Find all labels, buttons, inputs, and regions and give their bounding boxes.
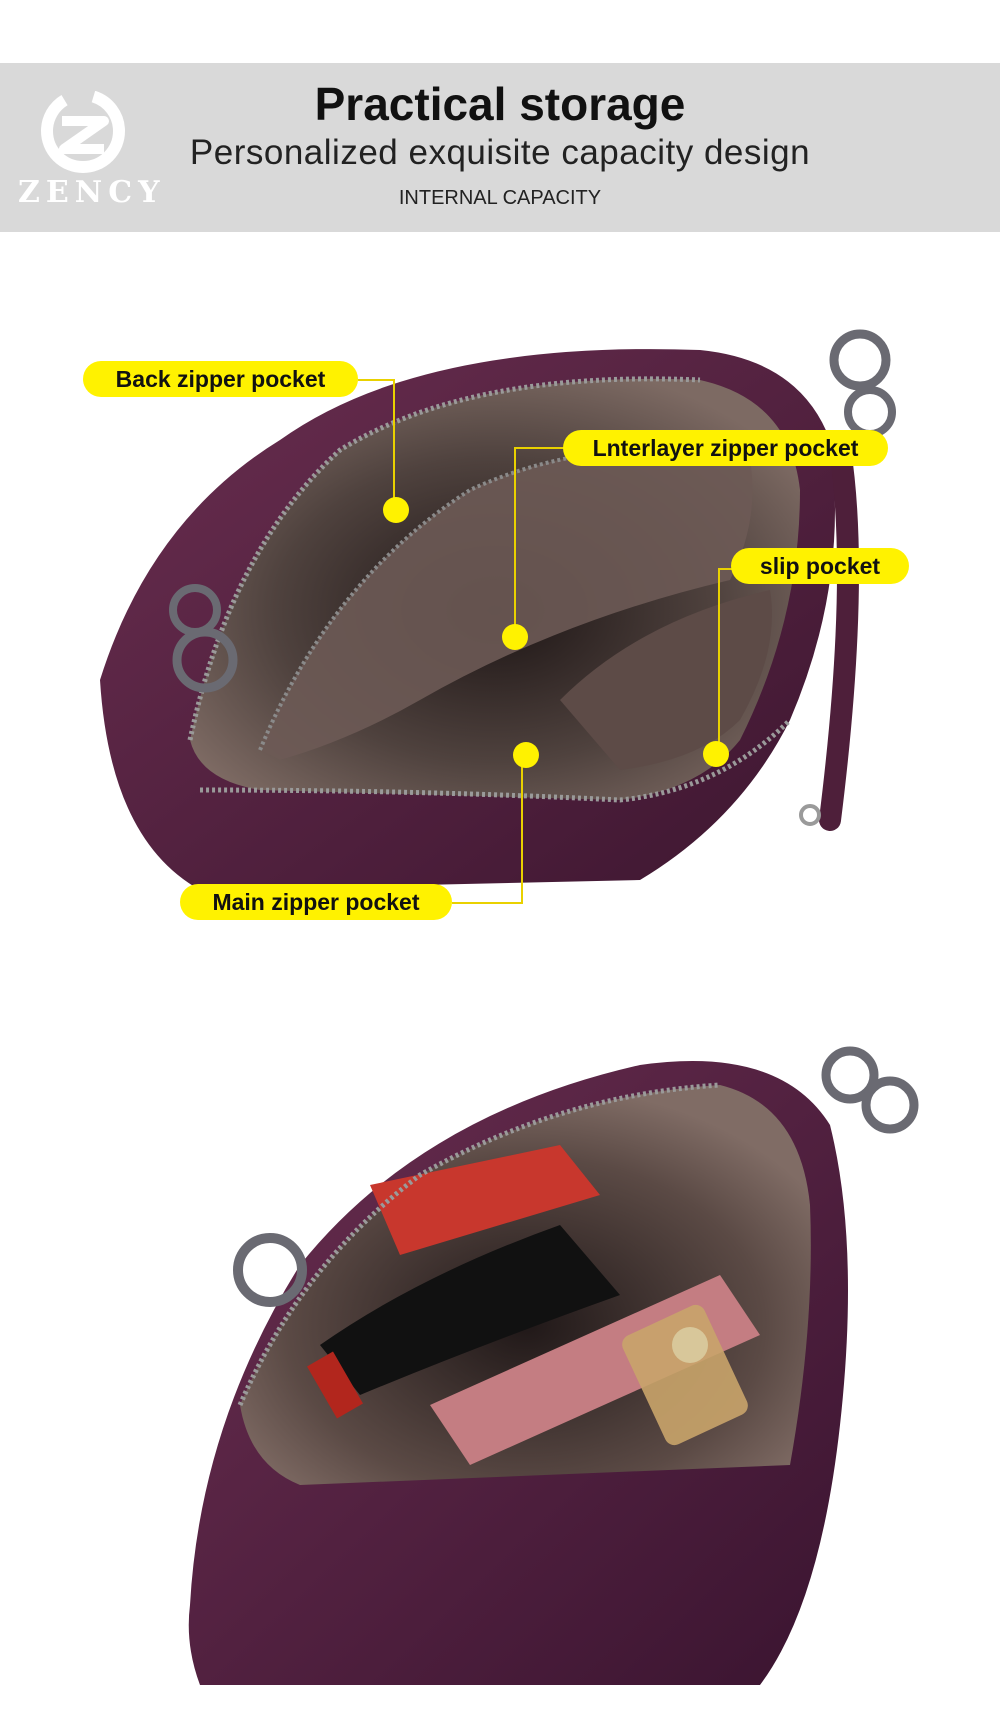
leader-slip-h <box>718 568 732 570</box>
leader-interlayer-h <box>514 447 566 449</box>
section-caption: INTERNAL CAPACITY <box>398 187 602 209</box>
page-subtitle: Personalized exquisite capacity design <box>189 133 811 172</box>
brand-name: ZENCY <box>18 175 166 210</box>
marker-slip <box>703 741 729 767</box>
callout-interlayer-zipper-pocket: Lnterlayer zipper pocket <box>563 430 888 466</box>
leader-back-zipper-h <box>358 379 394 381</box>
header-band: ZENCY Practical storage Personalized exq… <box>0 63 1000 232</box>
brand-logo: ZENCY <box>18 89 166 211</box>
bag-interior-photo-2 <box>0 1045 1000 1685</box>
leader-main-zipper-v <box>521 755 523 904</box>
bag-illustration-1 <box>100 329 896 890</box>
zency-z-logo-icon <box>41 89 125 173</box>
callout-back-zipper-pocket: Back zipper pocket <box>83 361 358 397</box>
marker-back-zipper <box>383 497 409 523</box>
leader-main-zipper-h <box>452 902 522 904</box>
bag-illustration-2 <box>188 1046 919 1685</box>
callout-slip-pocket: slip pocket <box>731 548 909 584</box>
page-title: Practical storage <box>314 78 686 130</box>
marker-interlayer <box>502 624 528 650</box>
leader-interlayer-v <box>514 447 516 637</box>
leader-slip-v <box>718 568 720 754</box>
leader-back-zipper-v <box>393 379 395 509</box>
callout-main-zipper-pocket: Main zipper pocket <box>180 884 452 920</box>
bag-interior-photo-1 <box>0 320 1000 940</box>
marker-main-zipper <box>513 742 539 768</box>
